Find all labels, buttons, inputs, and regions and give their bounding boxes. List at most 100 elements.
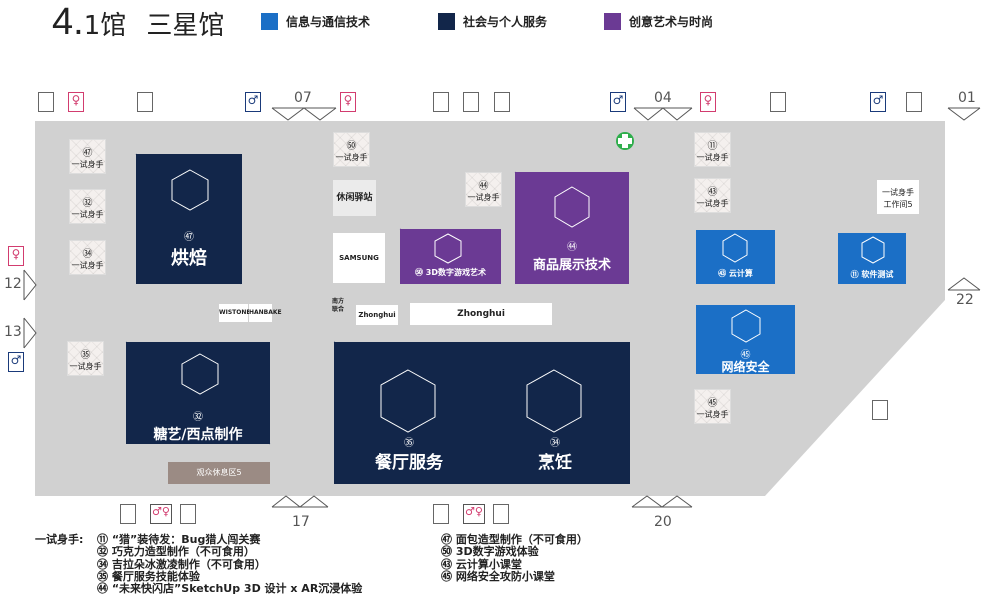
note-item: ⑪ “猎”装待发：Bug猎人闯关赛 [97,533,261,546]
zone-security-label: 网络安全 [721,360,770,374]
zone-software[interactable]: ⑪ 软件测试 [838,233,906,284]
female-restroom-icon: ♀ [8,246,24,266]
zone-game-label: ㊿ 3D数字游戏艺术 [415,268,486,277]
trial-num: ㊺ [707,398,718,409]
zhonghui-booth[interactable]: Zhonghui [410,303,552,325]
zone-sugar-label: 糖艺/西点制作 [153,427,243,443]
note-item: ㊹ “未来快闪店”SketchUp 3D 设计 x AR沉浸体验 [97,582,363,596]
zone-game-art[interactable]: ㊿ 3D数字游戏艺术 [400,229,501,284]
elevator-icon [494,92,510,112]
door-label-20: 20 [654,514,672,530]
zone-cooking-num: ㉞ [550,438,560,449]
elevator-icon [493,504,509,524]
samsung-booth[interactable]: SAMSUNG [333,233,385,283]
zone-baking[interactable]: ㊼ 烘焙 [136,154,242,284]
title-name: 三星馆 [146,11,225,41]
nanfang-label: 南方 联合 [332,298,345,313]
trial-label: 一试身手 [71,210,104,219]
software-test-icon [861,236,885,264]
elevator-icon [38,92,54,112]
zone-cooking-label: 烹饪 [538,453,572,473]
note-item: ㊺ 网络安全攻防小课堂 [441,569,555,583]
door-17 [271,495,329,508]
door-label-22: 22 [956,292,974,308]
zone-sugar-num: ㉜ [193,412,203,423]
trial-num: ㉞ [82,249,93,260]
legend-label-ict: 信息与通信技术 [286,14,371,29]
workshop-5[interactable]: 一试身手 工作间5 [877,180,919,214]
zone-sugar[interactable]: ㉜ 糖艺/西点制作 [126,342,270,444]
trial-label: 一试身手 [696,199,729,208]
globe-icon [731,309,761,343]
trial-num: ㊹ [478,181,489,192]
restroom-icon: ♂♀ [463,504,485,524]
door-label-04: 04 [654,90,672,106]
zone-display-label: 商品展示技术 [532,258,611,273]
elevator-icon [433,92,449,112]
notes-left: ⑪ “猎”装待发：Bug猎人闯关赛 ㉜ 巧克力造型制作（不可食用） ㉞ 吉拉朵冰… [97,533,363,596]
zone-security[interactable]: ㊺ 网络安全 [696,305,795,374]
escalator-icon [770,92,786,112]
rest-station[interactable]: 休闲驿站 [333,180,376,216]
legend-ict: 信息与通信技术 [261,12,370,30]
notes-right: ㊼ 面包造型制作（不可食用） ㊿ 3D数字游戏体验 ㊸ 云计算小课堂 ㊺ 网络安… [441,533,588,583]
note-item: ㊼ 面包造型制作（不可食用） [441,533,588,546]
trial-label: 一试身手 [71,160,104,169]
audience-rest-area[interactable]: 观众休息区5 [168,462,270,484]
elevator-icon [120,504,136,524]
note-item: ㊸ 云计算小课堂 [441,557,522,571]
title-floor: 4. [52,1,84,43]
female-restroom-icon: ♀ [68,92,84,112]
note-item: ㉟ 餐厅服务技能体验 [97,569,200,583]
trial-num: ㉟ [80,350,91,361]
zone-display-num: ㊹ [567,242,577,253]
legend-swatch-service [438,12,455,30]
wistone-booth[interactable]: WISTONE [219,304,251,322]
door-13 [23,317,37,349]
door-label-07: 07 [294,90,312,106]
zone-cloud[interactable]: ㊸ 云计算 [696,230,775,284]
zone-restaurant-label: 餐厅服务 [375,453,443,473]
trial-num: ㊼ [82,148,93,159]
legend-swatch-art [604,12,621,30]
zhonghui-booth-small[interactable]: Zhonghui [356,305,398,325]
female-restroom-icon: ♀ [340,92,356,112]
title-hall: 1馆 [83,11,127,41]
zone-restaurant-cooking[interactable]: ㉟ 餐厅服务 ㉞ 烹饪 [334,342,630,484]
legend-art: 创意艺术与时尚 [604,12,713,30]
male-restroom-icon: ♂ [245,92,261,112]
trial-label: 一试身手 [71,261,104,270]
door-22 [947,277,981,291]
hanbake-booth[interactable]: HANBAKE [249,304,282,322]
waiter-icon [380,369,436,433]
bakery-icon [171,169,209,211]
zone-display[interactable]: ㊹ 商品展示技术 [515,172,629,284]
legend-label-service: 社会与个人服务 [463,14,548,29]
trial-num: ㉜ [82,198,93,209]
display-icon [554,186,590,228]
game-icon [434,233,462,264]
zone-security-num: ㊺ [740,350,751,361]
cloud-icon [722,233,748,263]
zone-restaurant-num: ㉟ [404,438,414,449]
legend-service: 社会与个人服务 [438,12,547,30]
door-20 [631,495,693,508]
trial-label: 一试身手 [696,153,729,162]
legend-label-art: 创意艺术与时尚 [629,14,714,29]
elevator-icon [906,92,922,112]
door-01 [947,107,981,121]
male-restroom-icon: ♂ [610,92,626,112]
trial-label: 一试身手 [335,153,368,162]
door-12 [23,269,37,301]
door-label-17: 17 [292,514,310,530]
door-label-13: 13 [4,324,22,340]
